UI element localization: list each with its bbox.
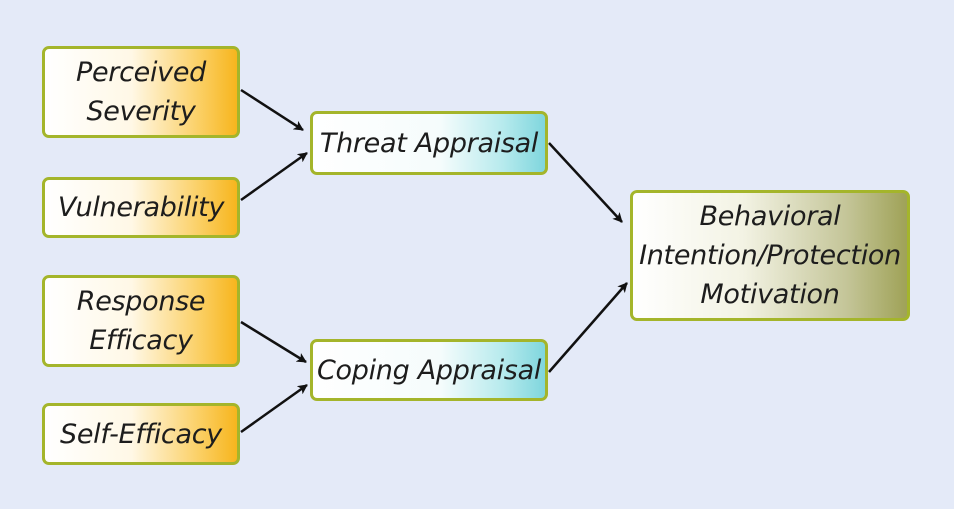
node-threat-appraisal: Threat Appraisal [310,111,548,175]
node-label: Threat Appraisal [319,127,539,159]
arrow-response-efficacy-to-coping [240,320,307,364]
node-response-efficacy: Response Efficacy [42,275,240,367]
node-label: Vulnerability [57,192,225,223]
node-perceived-severity: Perceived Severity [42,46,240,138]
node-behavioral-intention: Behavioral Intention/Protection Motivati… [630,190,910,321]
node-label: Self-Efficacy [60,418,222,450]
node-label: Coping Appraisal [316,354,542,386]
node-coping-appraisal: Coping Appraisal [310,339,548,401]
node-label: Behavioral Intention/Protection Motivati… [639,201,901,310]
node-self-efficacy: Self-Efficacy [42,403,240,465]
arrow-threat-to-outcome [548,142,623,223]
node-label: Perceived Severity [76,57,206,127]
arrow-self-efficacy-to-coping [240,383,308,434]
node-label: Response Efficacy [76,286,206,356]
arrow-vulnerability-to-threat [240,151,308,202]
node-vulnerability: Vulnerability [42,177,240,238]
arrow-severity-to-threat [240,88,304,132]
arrow-coping-to-outcome [548,282,628,373]
